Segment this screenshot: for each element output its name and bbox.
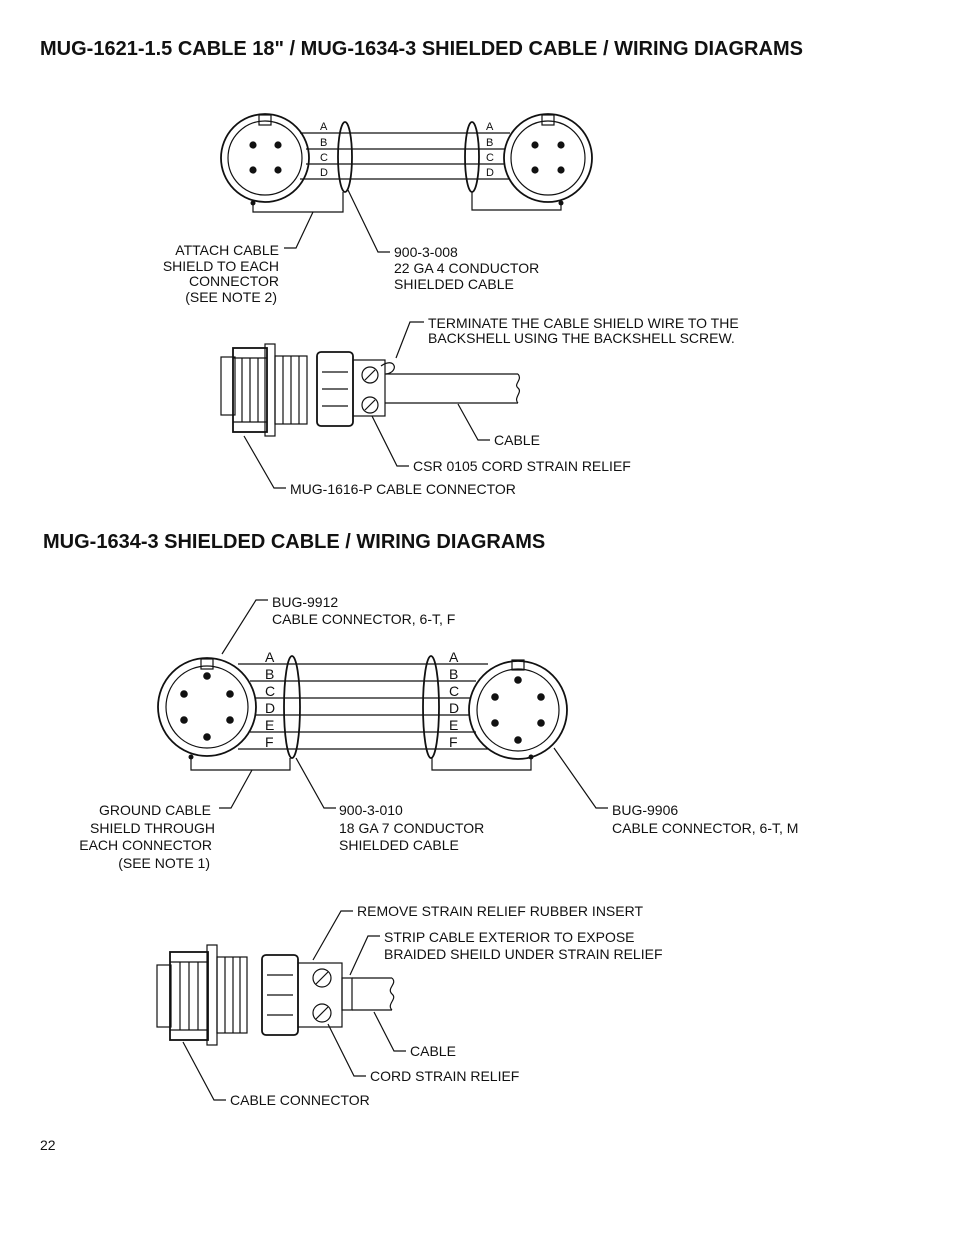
- shield-note-line: EACH CONNECTOR: [79, 837, 212, 853]
- right-connector-6pin: [468, 659, 568, 760]
- shield-note-line: GROUND CABLE: [99, 802, 211, 818]
- page-title-bottom: MUG-1634-3 SHIELDED CABLE / WIRING DIAGR…: [43, 531, 546, 553]
- left-connector-4pin: [220, 113, 310, 203]
- shield-note-line: (SEE NOTE 2): [185, 289, 277, 305]
- terminate-note-line: BACKSHELL USING THE BACKSHELL SCREW.: [428, 330, 735, 346]
- pin-label: B: [449, 666, 458, 682]
- shield-note-line: SHIELD THROUGH: [90, 820, 215, 836]
- cable-note-line: 18 GA 7 CONDUCTOR: [339, 820, 484, 836]
- pin-label: B: [486, 137, 493, 149]
- cable-note-line: 900-3-008: [394, 244, 458, 260]
- cable-note-line: 22 GA 4 CONDUCTOR: [394, 260, 539, 276]
- pin-label: C: [320, 152, 328, 164]
- connector-side-view-1: [220, 321, 521, 489]
- pin-label: E: [449, 717, 458, 733]
- pin-label: B: [265, 666, 274, 682]
- pin-label: A: [265, 649, 275, 665]
- left-connector-6pin: [157, 657, 257, 757]
- right-connector-note-line: CABLE CONNECTOR, 6-T, M: [612, 820, 798, 836]
- diagram-1-labels: ATTACH CABLE SHIELD TO EACH CONNECTOR (S…: [163, 242, 739, 497]
- pin-label: C: [265, 683, 275, 699]
- connector-label: CABLE CONNECTOR: [230, 1092, 370, 1108]
- pin-labels-right-1: A B C D: [486, 121, 494, 179]
- pin-label: D: [320, 167, 328, 179]
- pin-labels-right-2: A B C D E F: [449, 649, 459, 750]
- pin-label: D: [449, 700, 459, 716]
- cable-note-line: 900-3-010: [339, 802, 403, 818]
- pin-label: F: [449, 734, 458, 750]
- remove-note: REMOVE STRAIN RELIEF RUBBER INSERT: [357, 903, 643, 919]
- shield-note-line: ATTACH CABLE: [175, 242, 279, 258]
- right-connector-4pin: [503, 113, 593, 203]
- diagram-2-labels: BUG-9912 CABLE CONNECTOR, 6-T, F GROUND …: [79, 594, 798, 1108]
- strip-note-line: STRIP CABLE EXTERIOR TO EXPOSE: [384, 929, 635, 945]
- pin-label: C: [486, 152, 494, 164]
- pin-label: A: [449, 649, 459, 665]
- shield-note-line: SHIELD TO EACH: [163, 258, 279, 274]
- pin-labels-left-2: A B C D E F: [265, 649, 275, 750]
- left-connector-note-line: BUG-9912: [272, 594, 338, 610]
- connector-side-view-2: [156, 910, 406, 1101]
- diagram-1-wiring: A B C D A B C D: [220, 113, 593, 253]
- terminate-note-line: TERMINATE THE CABLE SHIELD WIRE TO THE: [428, 315, 739, 331]
- strip-note-line: BRAIDED SHEILD UNDER STRAIN RELIEF: [384, 946, 663, 962]
- shield-note-line: CONNECTOR: [189, 273, 279, 289]
- cable-label: CABLE: [410, 1043, 456, 1059]
- left-connector-note-line: CABLE CONNECTOR, 6-T, F: [272, 611, 455, 627]
- pin-label: F: [265, 734, 274, 750]
- strain-relief-label: CORD STRAIN RELIEF: [370, 1068, 519, 1084]
- pin-label: C: [449, 683, 459, 699]
- pin-label: E: [265, 717, 274, 733]
- shield-ring-right: [422, 655, 440, 759]
- page-title-top: MUG-1621-1.5 CABLE 18" / MUG-1634-3 SHIE…: [40, 38, 803, 60]
- shield-note-line: (SEE NOTE 1): [118, 855, 210, 871]
- pin-label: D: [265, 700, 275, 716]
- strain-relief-label: CSR 0105 CORD STRAIN RELIEF: [413, 458, 631, 474]
- diagram-2-wiring: A B C D E F A B C D E F: [157, 599, 608, 809]
- shield-ring-left: [283, 655, 301, 759]
- cable-note-line: SHIELDED CABLE: [339, 837, 459, 853]
- cable-note-line: SHIELDED CABLE: [394, 276, 514, 292]
- pin-label: B: [320, 137, 327, 149]
- shield-ring-left: [337, 121, 353, 193]
- cable-label: CABLE: [494, 432, 540, 448]
- pin-label: A: [486, 121, 494, 133]
- wires-4: [300, 132, 510, 180]
- connector-label: MUG-1616-P CABLE CONNECTOR: [290, 481, 516, 497]
- page-number: 22: [40, 1137, 56, 1153]
- pin-label: D: [486, 167, 494, 179]
- right-connector-note-line: BUG-9906: [612, 802, 678, 818]
- pin-labels-left-1: A B C D: [320, 121, 328, 179]
- pin-label: A: [320, 121, 328, 133]
